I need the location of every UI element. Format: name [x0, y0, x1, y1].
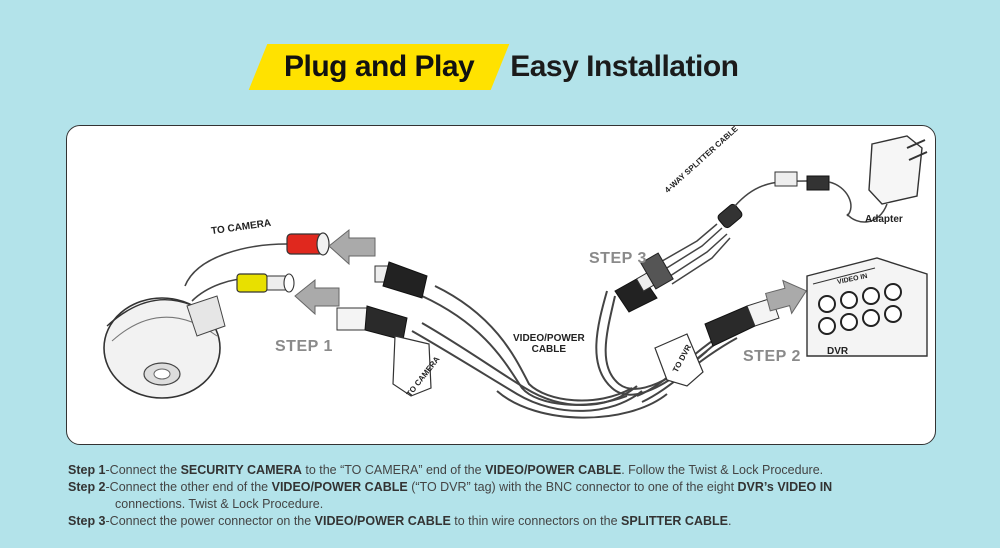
camera-power-plug: [286, 232, 330, 256]
step3-instruction: Step 3-Connect the power connector on th…: [68, 513, 948, 530]
step2-text-c: (“TO DVR” tag) with the BNC connector to…: [407, 480, 738, 494]
cable-label: VIDEO/POWER CABLE: [513, 333, 585, 355]
step3-text-d: SPLITTER CABLE: [621, 514, 728, 528]
step1-text-a: -Connect the: [105, 463, 181, 477]
diagram-illustration: [103, 135, 928, 419]
step1-text-b: SECURITY CAMERA: [180, 463, 302, 477]
step3-text-a: -Connect the power connector on the: [105, 514, 315, 528]
step3-text-b: VIDEO/POWER CABLE: [314, 514, 451, 528]
video-power-cable: [411, 285, 738, 419]
step2-text-a: -Connect the other end of the: [105, 480, 272, 494]
step2-instruction-cont: connections. Twist & Lock Procedure.: [115, 497, 324, 511]
camera-video-plug: [236, 273, 295, 293]
step2-text-b: VIDEO/POWER CABLE: [271, 480, 408, 494]
to-dvr-tag: [654, 333, 704, 387]
dvr-label: DVR: [827, 346, 849, 357]
step1-text-d: VIDEO/POWER CABLE: [485, 463, 622, 477]
title-highlight-banner: Plug and Play: [258, 44, 500, 90]
dvr-unit: [806, 257, 928, 357]
title-highlight-text: Plug and Play: [284, 50, 475, 83]
step3-label: STEP 3: [589, 250, 647, 267]
installation-diagram: TO CAMERA STEP 1 TO CAMERA VIDEO/POWER C…: [66, 125, 936, 445]
step3-lead: Step 3: [68, 514, 106, 528]
title-rest-text: Easy Installation: [510, 50, 739, 83]
step3-text-c: to thin wire connectors on the: [450, 514, 622, 528]
step2-text-d: DVR’s VIDEO IN: [737, 480, 833, 494]
step2-arrow: [764, 279, 808, 315]
step1-arrow-lower: [294, 278, 340, 316]
cable-label-line2: CABLE: [531, 344, 567, 355]
step1-label: STEP 1: [275, 338, 333, 355]
page-title: Plug and Play Easy Installation: [258, 42, 739, 92]
dome-camera: [103, 295, 226, 399]
adapter-label: Adapter: [865, 214, 903, 225]
step1-text-c: to the “TO CAMERA” end of the: [301, 463, 486, 477]
step1-text-e: . Follow the Twist & Lock Procedure.: [621, 463, 824, 477]
cable-bnc-connector-camera: [336, 305, 408, 341]
step2-lead: Step 2: [68, 480, 106, 494]
cable-power-connector: [374, 261, 428, 299]
step1-arrow-upper: [328, 228, 376, 266]
step1-lead: Step 1: [68, 463, 106, 477]
splitter-cable: [640, 171, 852, 290]
cable-bnc-connector-dvr: [704, 297, 780, 347]
step2-instruction: Step 2-Connect the other end of the VIDE…: [68, 479, 948, 496]
installation-steps: Step 1-Connect the SECURITY CAMERA to th…: [68, 462, 948, 530]
step2-label: STEP 2: [743, 348, 801, 365]
to-camera-tag: [392, 335, 432, 397]
power-adapter: [846, 135, 928, 223]
step3-text-e: .: [727, 514, 732, 528]
cable-label-line1: VIDEO/POWER: [513, 333, 585, 344]
step1-instruction: Step 1-Connect the SECURITY CAMERA to th…: [68, 462, 948, 479]
